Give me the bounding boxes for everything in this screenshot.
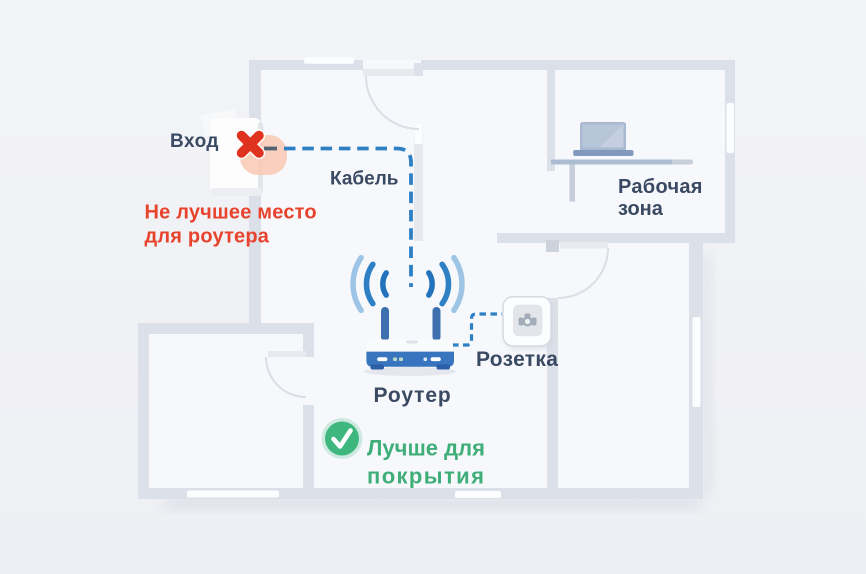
svg-text:Кабель: Кабель [330,169,398,190]
svg-text:зона: зона [618,198,664,220]
svg-text:Роутер: Роутер [374,384,452,407]
svg-text:Не лучшее место: Не лучшее место [145,202,317,224]
svg-text:Вход: Вход [170,131,219,152]
svg-text:Рабочая: Рабочая [618,176,703,198]
svg-text:для роутера: для роутера [145,226,270,248]
svg-text:Лучше для: Лучше для [367,436,485,461]
svg-text:Розетка: Розетка [476,348,558,371]
svg-text:покрытия: покрытия [367,464,485,489]
